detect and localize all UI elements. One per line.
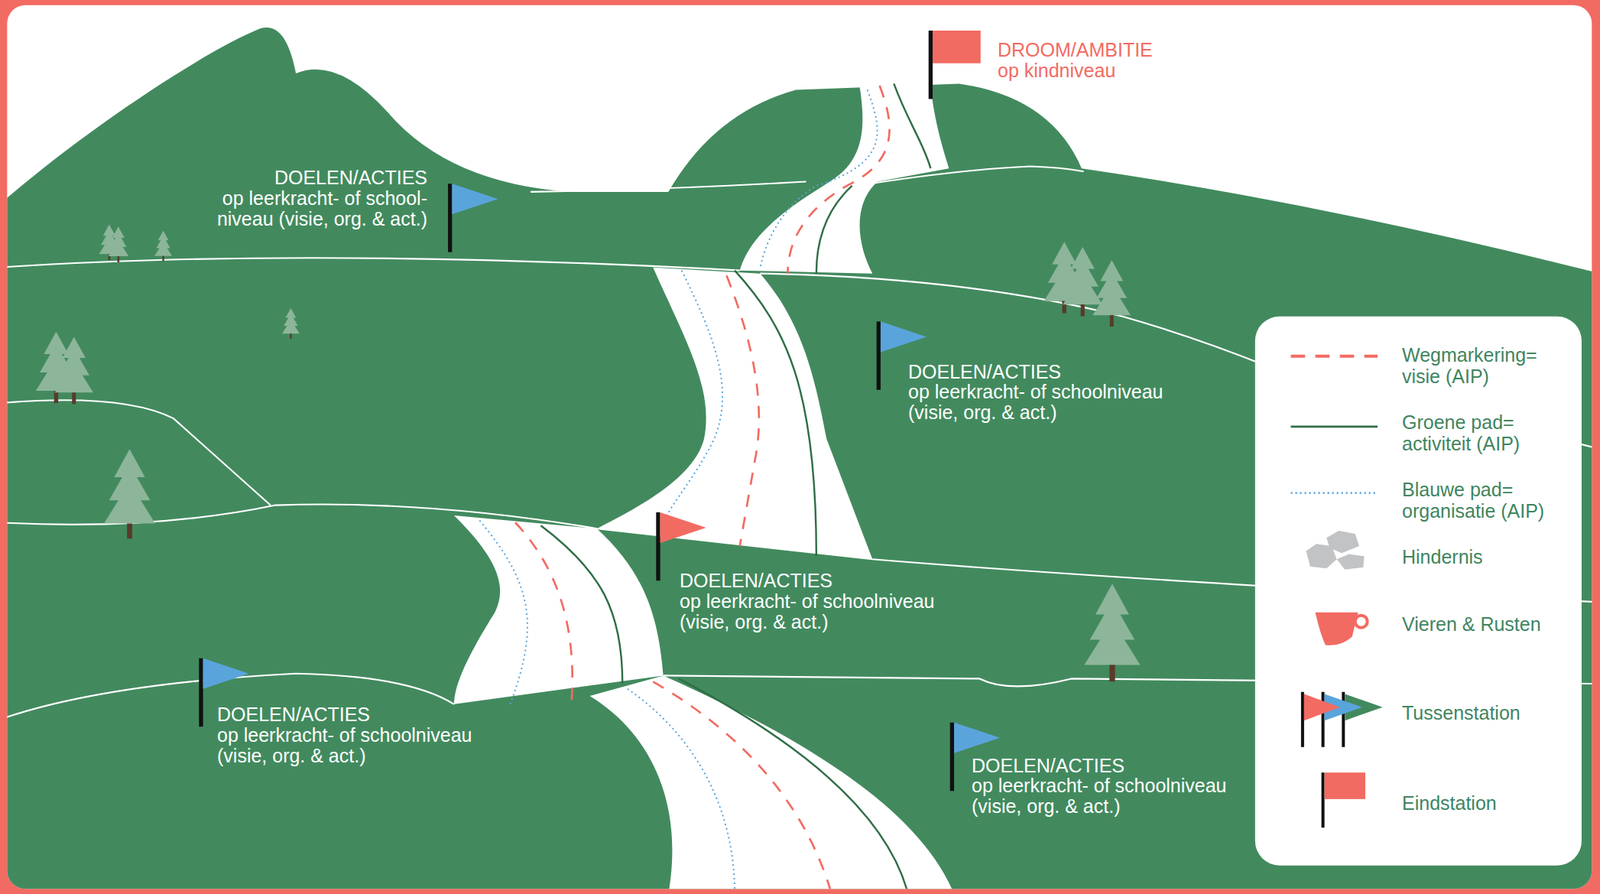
blue-flag [880,321,927,352]
rock [1337,554,1365,570]
end-icon [1321,772,1366,828]
ridge-line [6,257,740,270]
goal-heading: DOELEN/ACTIES [908,361,1176,383]
red-flag [1304,693,1341,721]
goal-text: op leerkracht- of schoolniveau (visie, o… [679,590,948,633]
tree [1062,246,1103,317]
green-line [734,270,817,557]
flag-pole [928,30,933,99]
legend-text: Blauwe pad= organisatie (AIP) [1402,478,1563,522]
goal-heading: DOELEN/ACTIES [205,167,428,189]
green-line [540,525,623,684]
flag-pole [447,183,452,252]
end-flag [1324,772,1366,799]
flag-pole [198,658,203,727]
dashed-line [726,275,759,546]
legend-dotted-sample [1291,491,1378,494]
tree [107,226,129,263]
tree [282,308,300,339]
ambition-text: op kindniveau [997,60,1227,82]
flag-pole [1341,691,1345,747]
flag-pole [1321,691,1325,747]
red-flag [660,512,707,543]
legend-text: Hindernis [1402,545,1563,568]
road-segment [739,83,950,273]
rock [1326,530,1360,553]
dotted-line [479,520,528,705]
flag-pole [1321,772,1325,828]
dashed-line [787,85,890,274]
goal-text: op leerkracht- of school- niveau (visie,… [205,188,428,230]
organisation-path [479,89,877,889]
cup-icon [1315,612,1368,646]
road-segment [590,675,955,889]
tree [55,336,94,404]
legend-green-sample [1291,425,1378,428]
tree [103,448,156,539]
goal-heading: DOELEN/ACTIES [679,570,948,591]
dotted-line [759,89,877,267]
legend-text: Eindstation [1402,791,1563,814]
tree [1092,259,1131,327]
cup-handle [1355,615,1368,628]
road-segment [454,515,664,705]
road-segment [597,267,873,560]
tree [154,230,173,262]
legend-text: Tussenstation [1402,701,1563,724]
legend-text: Groene pad= activiteit (AIP) [1402,411,1563,455]
legend-text: Vieren & Rusten [1402,613,1563,635]
legend-dashed-sample [1291,354,1378,358]
goal-text: op leerkracht- of schoolniveau (visie, o… [908,381,1176,423]
waypoint-icon [1301,691,1383,747]
legend-box [1255,316,1582,866]
goal-text: op leerkracht- of schoolniveau (visie, o… [217,724,485,766]
hills [6,27,1592,889]
tree [1083,583,1140,682]
blue-flag [451,183,498,215]
goal-text: op leerkracht- of schoolniveau (visie, o… [971,775,1240,817]
dotted-line [663,270,723,523]
flag-pole [876,321,881,390]
green-line [816,185,853,274]
green-line [678,678,909,889]
goal-heading: DOELEN/ACTIES [217,704,485,725]
blue-flag [203,658,250,689]
flag-pole [655,512,660,581]
flag-pole [950,722,955,791]
obstacle-icon [1306,530,1365,570]
cup [1315,612,1359,646]
legend-text: Wegmarkering= visie (AIP) [1402,344,1563,387]
trees [35,224,1141,682]
flag-pole [1301,691,1305,747]
ambition-heading: DROOM/AMBITIE [997,39,1227,61]
blue-flag [954,722,1000,753]
goal-heading: DOELEN/ACTIES [971,755,1240,776]
hill-area [6,27,1592,889]
end-flag [932,30,981,64]
ridge-line [530,181,806,192]
green-line [893,83,931,169]
legend-panel [1255,316,1582,866]
dotted-line [627,688,735,890]
dashed-line [652,681,832,889]
vision-road-marking [515,85,890,889]
dashed-line [515,522,573,705]
activity-path [540,83,931,889]
road [454,83,955,889]
flags [198,30,1000,791]
